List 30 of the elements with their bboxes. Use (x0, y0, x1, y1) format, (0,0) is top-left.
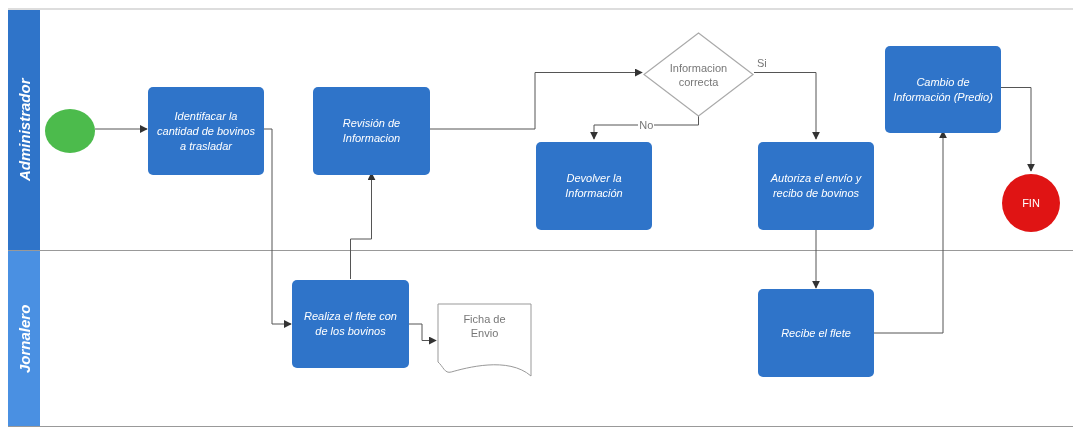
arrow (263, 128, 292, 328)
decision-diamond (643, 32, 754, 117)
process-box: Devolver la Información (536, 142, 652, 230)
decision-label: Informacion correcta (668, 60, 729, 89)
end-event-circle (1002, 174, 1060, 232)
lane-header: Jornalero (8, 251, 40, 426)
swimlane (8, 8, 1073, 251)
process-box: Recibe el flete (758, 289, 874, 377)
process-box: Cambio de Información (Predio) (885, 46, 1001, 133)
lane-header: Administrador (8, 10, 40, 250)
process-box: Identifacar la cantidad de bovinos a trasladar (148, 87, 264, 175)
arrow (94, 125, 148, 133)
arrow (812, 227, 820, 289)
arrow (350, 172, 376, 280)
process-box: Revisión de Informacion (313, 87, 430, 175)
arrow (753, 72, 820, 140)
swimlane (8, 251, 1073, 427)
arrow (590, 114, 699, 140)
document-shape (437, 303, 532, 378)
arrow (1000, 87, 1035, 172)
node-label: FIN (1022, 197, 1040, 209)
process-box: Autoriza el envío y recibo de bovinos (758, 142, 874, 230)
edge-label: No (638, 119, 655, 132)
arrow (408, 323, 437, 345)
edge-label: Si (756, 56, 768, 70)
document-label: Ficha de Envio (462, 311, 507, 340)
process-box: Realiza el flete con de los bovinos (292, 280, 409, 368)
arrow (429, 68, 643, 130)
start-event-circle (45, 109, 95, 153)
arrow (873, 130, 947, 334)
